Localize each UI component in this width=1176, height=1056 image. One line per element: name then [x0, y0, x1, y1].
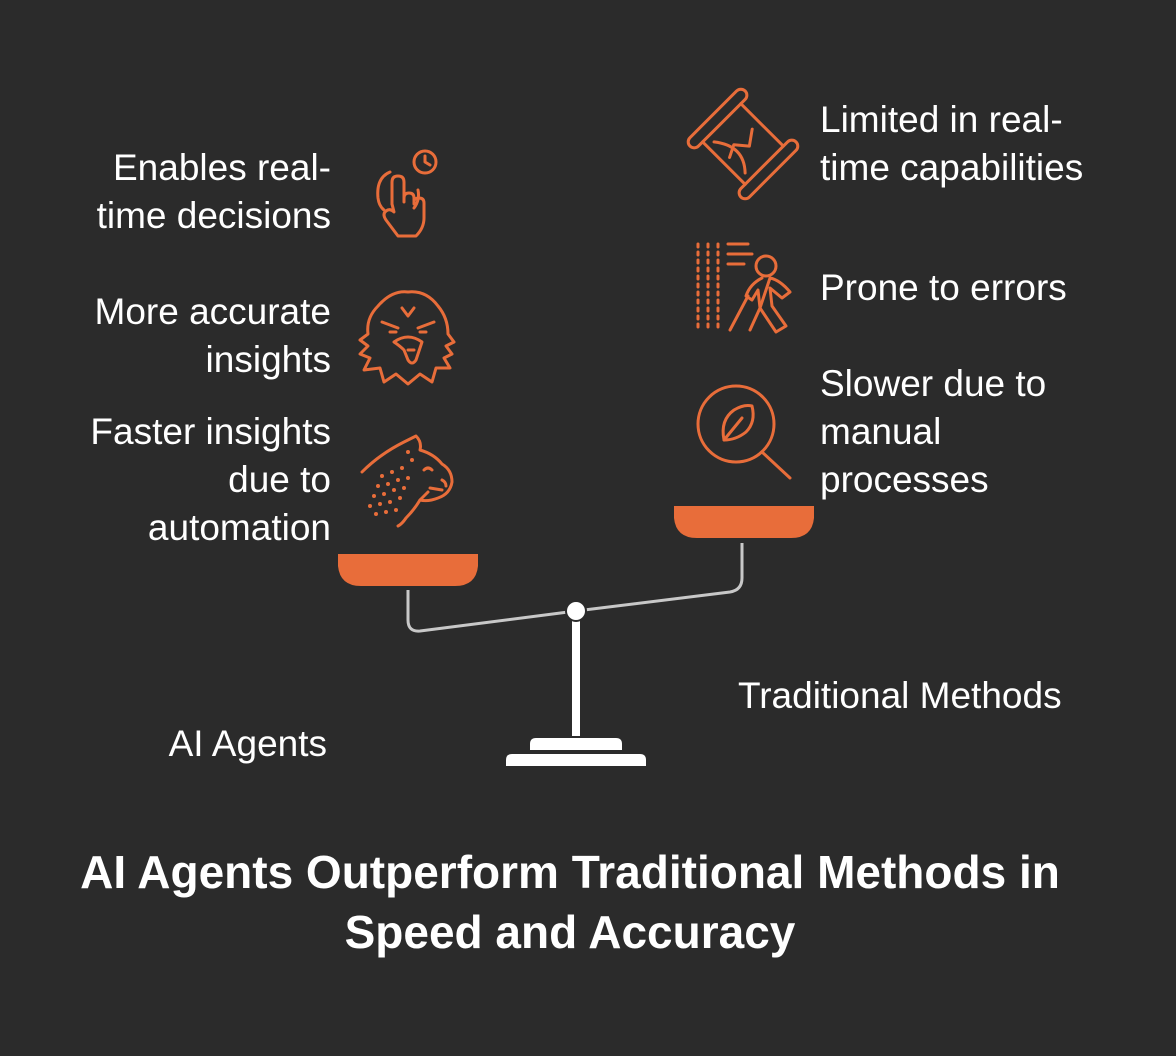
hand-pointer-clock-icon: [370, 148, 444, 244]
magnifier-leaf-icon: [694, 382, 794, 482]
trad-point-realtime: Limited in real- time capabilities: [820, 99, 1084, 188]
walking-person-icon: [692, 240, 794, 336]
ai-point-realtime: Enables real- time decisions: [96, 147, 331, 236]
scale-base-top: [530, 738, 622, 750]
scale-base: [506, 754, 646, 766]
trad-point-slower: Slower due to manual processes: [820, 363, 1047, 500]
ai-agents-label: AI Agents: [168, 723, 327, 764]
right-pan: [674, 506, 814, 538]
hourglass-icon: [686, 87, 800, 201]
ai-point-accuracy: More accurate insights: [94, 291, 332, 380]
scale-pivot: [565, 600, 587, 622]
traditional-methods-label: Traditional Methods: [738, 675, 1062, 716]
trad-point-errors: Prone to errors: [820, 267, 1067, 308]
left-pan: [338, 554, 478, 586]
cheetah-icon: [358, 432, 458, 528]
page-title: AI Agents Outperform Traditional Methods…: [80, 846, 1060, 958]
scale-pillar: [572, 620, 580, 736]
eagle-icon: [356, 288, 458, 388]
ai-point-speed: Faster insights due to automation: [90, 411, 331, 548]
